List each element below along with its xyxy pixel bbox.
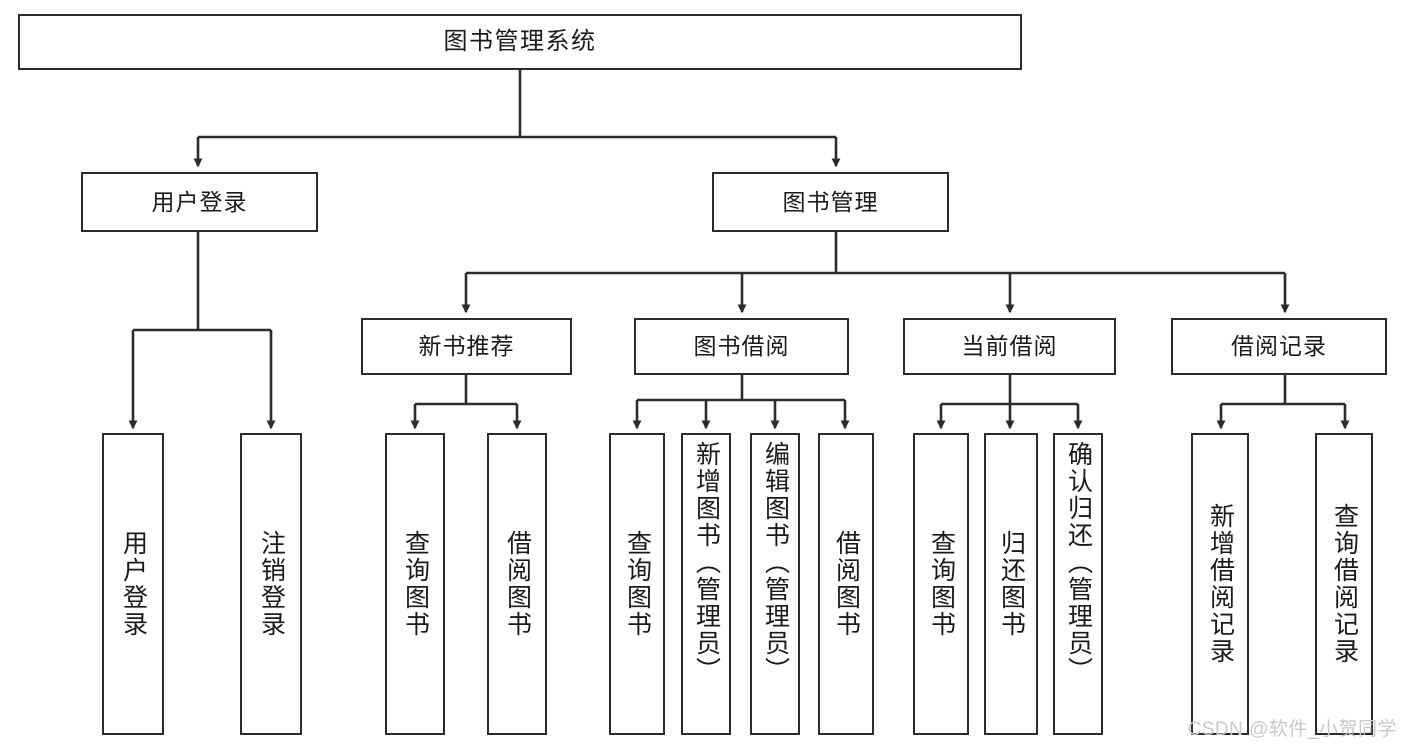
- node-leaf-borrow-book-2[interactable]: 借阅图书: [818, 433, 874, 735]
- node-borrow-record[interactable]: 借阅记录: [1171, 318, 1387, 375]
- watermark: CSDN @软件_小贺同学: [1187, 719, 1397, 740]
- node-user-login-label: 用户登录: [151, 188, 248, 215]
- node-leaf-add-record[interactable]: 新增借阅记录: [1191, 433, 1249, 735]
- node-leaf-borrow-book-1-label: 借阅图书: [503, 530, 532, 638]
- node-user-login[interactable]: 用户登录: [81, 172, 318, 232]
- node-borrow-record-label: 借阅记录: [1231, 333, 1327, 360]
- node-leaf-query-record-label: 查询借阅记录: [1330, 503, 1359, 665]
- node-new-book-rec[interactable]: 新书推荐: [361, 318, 572, 375]
- node-root[interactable]: 图书管理系统: [18, 14, 1022, 70]
- node-leaf-query-book-3[interactable]: 查询图书: [913, 433, 969, 735]
- node-leaf-add-book[interactable]: 新增图书（管理员）: [681, 433, 731, 735]
- node-leaf-logout[interactable]: 注销登录: [240, 433, 302, 735]
- node-book-manage[interactable]: 图书管理: [712, 172, 949, 232]
- node-current-borrow[interactable]: 当前借阅: [903, 318, 1116, 375]
- node-leaf-borrow-book-2-label: 借阅图书: [832, 530, 861, 638]
- node-leaf-user-login-label: 用户登录: [119, 530, 148, 638]
- node-leaf-query-book-1[interactable]: 查询图书: [385, 433, 445, 735]
- node-leaf-query-book-2[interactable]: 查询图书: [609, 433, 665, 735]
- node-leaf-query-book-1-label: 查询图书: [401, 530, 430, 638]
- node-leaf-edit-book[interactable]: 编辑图书（管理员）: [750, 433, 800, 735]
- node-leaf-add-book-label: 新增图书（管理员）: [692, 441, 721, 684]
- node-leaf-user-login[interactable]: 用户登录: [102, 433, 164, 735]
- node-leaf-confirm-return[interactable]: 确认归还（管理员）: [1053, 433, 1103, 735]
- node-leaf-confirm-return-label: 确认归还（管理员）: [1064, 441, 1093, 684]
- node-leaf-edit-book-label: 编辑图书（管理员）: [761, 441, 790, 684]
- node-leaf-borrow-book-1[interactable]: 借阅图书: [487, 433, 547, 735]
- node-root-label: 图书管理系统: [443, 28, 597, 56]
- node-leaf-return-book-label: 归还图书: [997, 530, 1026, 638]
- node-leaf-logout-label: 注销登录: [257, 530, 286, 638]
- node-leaf-query-record[interactable]: 查询借阅记录: [1315, 433, 1373, 735]
- node-book-borrow[interactable]: 图书借阅: [634, 318, 849, 375]
- node-book-borrow-label: 图书借阅: [693, 333, 790, 360]
- node-new-book-rec-label: 新书推荐: [418, 333, 515, 360]
- node-leaf-add-record-label: 新增借阅记录: [1206, 503, 1235, 665]
- node-leaf-return-book[interactable]: 归还图书: [984, 433, 1038, 735]
- node-leaf-query-book-3-label: 查询图书: [927, 530, 956, 638]
- node-book-manage-label: 图书管理: [782, 188, 879, 215]
- node-leaf-query-book-2-label: 查询图书: [623, 530, 652, 638]
- node-current-borrow-label: 当前借阅: [961, 333, 1058, 360]
